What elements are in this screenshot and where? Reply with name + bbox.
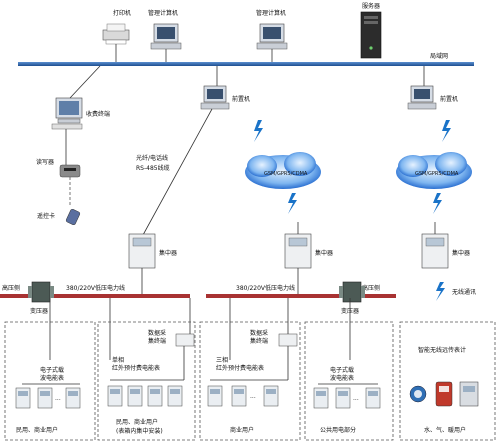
- group-box-2: [97, 321, 196, 441]
- meter-icon: [37, 387, 53, 409]
- g1-user-label: 民用、商业用户: [16, 426, 58, 434]
- g4-meter-label-2: 波电能表: [330, 374, 354, 382]
- heat-meter-icon: [459, 381, 479, 407]
- g3-collector-label-1: 数据采: [250, 329, 268, 337]
- link-label-2: RS-485线缆: [136, 164, 170, 172]
- meter-icon: [207, 385, 223, 407]
- g2-meter-label-2: 红外预付费电能表: [112, 364, 160, 372]
- meter-icon: [231, 385, 247, 407]
- g2-collector-label-2: 集终端: [148, 337, 166, 345]
- group-box-4: [304, 321, 394, 441]
- card-reader-label: 读写器: [36, 158, 54, 166]
- transformer-icon: [28, 281, 54, 303]
- concentrator-icon: [421, 222, 449, 269]
- cloud-icon: [396, 152, 472, 189]
- power-bus-right: [206, 294, 396, 298]
- transformer-icon: [339, 281, 365, 303]
- g5-user-label: 水、气、暖用户: [424, 426, 466, 434]
- g2-meter-label-1: 单相: [112, 356, 124, 364]
- concentrator-icon: [128, 233, 156, 269]
- wireless-comm-label: 无线通讯: [452, 288, 476, 296]
- g3-meter-label-1: 三相: [216, 356, 228, 364]
- meter-icon: [65, 387, 81, 409]
- desktop-pc-icon: [150, 23, 182, 50]
- concentrator-3-label: 集中器: [452, 249, 470, 257]
- g1-meter-label-2: 波电能表: [40, 374, 64, 382]
- fee-terminal-label: 收费终端: [86, 110, 110, 118]
- lightning-icon: [442, 120, 451, 142]
- g2-user-label-2: (表箱内集中安装): [116, 427, 163, 435]
- hv-right-label: 高压侧: [362, 284, 380, 292]
- g3-collector-label-2: 集终端: [250, 337, 268, 345]
- meter-icon: [263, 385, 279, 407]
- g3-user-label: 商业用户: [230, 426, 254, 434]
- lightning-icon: [433, 193, 442, 214]
- hv-left-label: 高压侧: [2, 284, 20, 292]
- svg-text:...: ...: [353, 395, 359, 402]
- svg-text:...: ...: [55, 395, 61, 402]
- power-line-right-label: 380/220V低压电力线: [236, 284, 295, 292]
- lightning-icon: [254, 120, 263, 142]
- svg-text:...: ...: [250, 393, 256, 400]
- g5-meter-label: 智能无线远传表计: [418, 346, 466, 354]
- meter-icon: [335, 387, 351, 409]
- concentrator-1-label: 集中器: [159, 249, 177, 257]
- gas-meter-icon: [435, 381, 453, 407]
- lan-bus: [18, 62, 474, 66]
- meter-icon: [167, 385, 183, 407]
- desktop-pc-icon: [200, 85, 230, 110]
- mgmt-pc-1-label: 管理计算机: [148, 9, 178, 17]
- group-box-3: [199, 321, 301, 441]
- meter-icon: [107, 385, 123, 407]
- g4-meter-label-1: 电子式载: [330, 366, 354, 374]
- card-reader-icon: [59, 164, 81, 178]
- printer-icon: [102, 23, 130, 45]
- cloud-icon: [245, 152, 321, 189]
- group-box-5: [399, 321, 496, 441]
- desktop-pc-icon: [407, 85, 437, 110]
- g4-user-label: 公共用电部分: [320, 426, 356, 434]
- g2-collector-label-1: 数据采: [148, 329, 166, 337]
- front-machine-1-label: 前置机: [232, 95, 250, 103]
- g2-user-label-1: 民用、商业用户: [116, 418, 158, 426]
- group-box-1: [4, 321, 96, 441]
- lan-label: 局域网: [430, 52, 448, 60]
- mgmt-pc-2-label: 管理计算机: [256, 9, 286, 17]
- desktop-pc-icon: [51, 97, 83, 130]
- water-meter-icon: [409, 385, 427, 403]
- cloud-1-label: GSM/GPRS/CDMA: [264, 171, 308, 177]
- cloud-2-label: GSM/GPRS/CDMA: [415, 171, 459, 177]
- concentrator-2-label: 集中器: [315, 249, 333, 257]
- front-machine-2-label: 前置机: [440, 95, 458, 103]
- remote-card-label: 遥控卡: [37, 212, 55, 220]
- server-tower-icon: [360, 11, 382, 59]
- remote-card-icon: [65, 208, 81, 226]
- printer-label: 打印机: [113, 9, 131, 17]
- link-label-1: 光纤/电话线: [136, 154, 168, 162]
- meter-icon: [313, 387, 329, 409]
- transformer-left-label: 变压器: [30, 307, 48, 315]
- meter-icon: [127, 385, 143, 407]
- power-line-left-label: 380/220V低压电力线: [66, 284, 125, 292]
- server-label: 服务器: [362, 2, 380, 10]
- meter-icon: [365, 387, 381, 409]
- power-bus-left: [0, 294, 190, 298]
- meter-icon: [147, 385, 163, 407]
- lightning-icon: [436, 282, 445, 301]
- meter-icon: [15, 387, 31, 409]
- lightning-icon: [288, 193, 297, 214]
- concentrator-icon: [284, 222, 312, 269]
- g3-meter-label-2: 红外预付费电能表: [216, 364, 264, 372]
- collector-icon: [278, 333, 298, 347]
- collector-icon: [175, 333, 195, 347]
- desktop-pc-icon: [256, 23, 288, 50]
- g1-meter-label-1: 电子式载: [40, 366, 64, 374]
